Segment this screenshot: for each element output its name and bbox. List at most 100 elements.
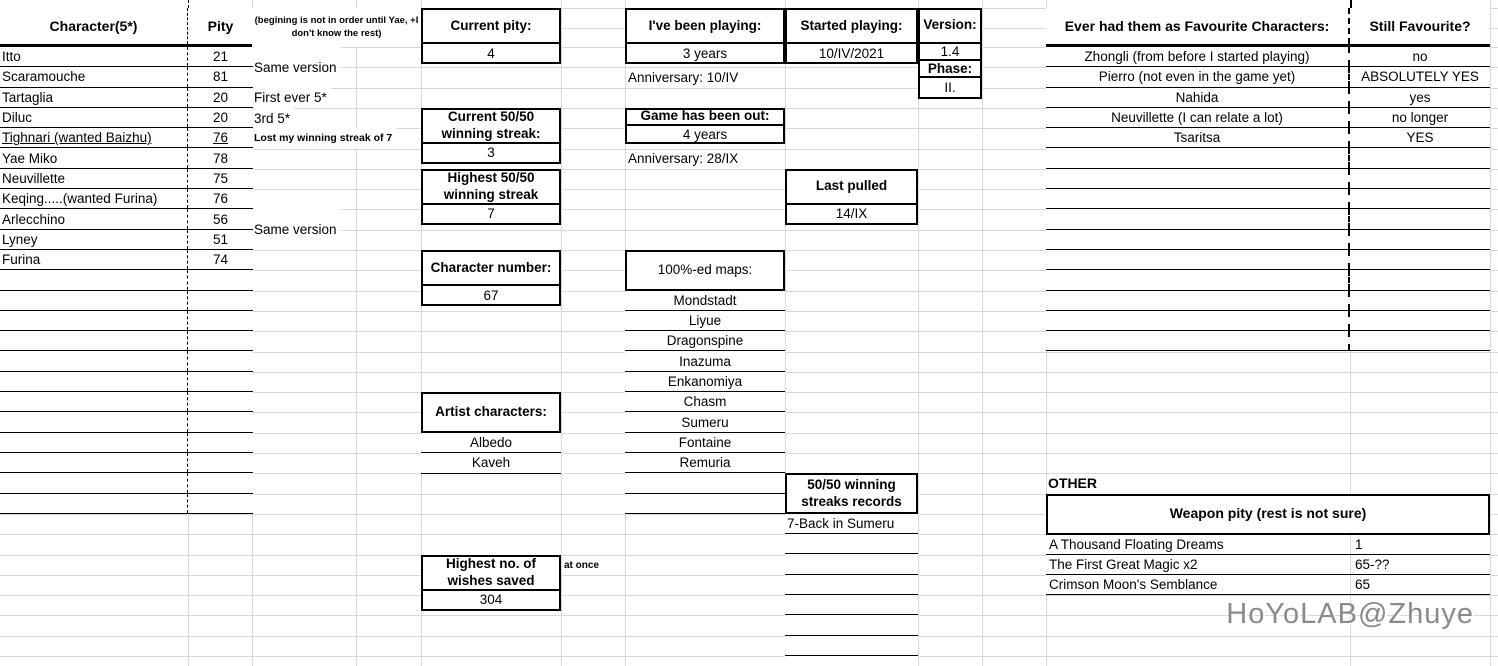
empty-row [0, 270, 253, 291]
playing-anniversary: Anniversary: 10/IV [628, 69, 739, 85]
character-name-cell: Itto [0, 47, 188, 67]
character-empty-rows [0, 270, 253, 514]
empty-name-cell [0, 493, 188, 513]
character-name-cell: Tighnari (wanted Baizhu) [0, 128, 188, 148]
empty-pity-cell [188, 453, 253, 472]
empty-pity-cell [188, 433, 253, 452]
character-table-header: Character(5*) Pity [0, 8, 253, 47]
character-pity-cell: 21 [212, 49, 229, 65]
empty-row [0, 392, 253, 413]
favourites-empty-rows [1046, 148, 1490, 352]
empty-row [0, 473, 253, 494]
character-row: Arlecchino 56 [0, 209, 253, 230]
playing-value: 3 years [682, 45, 728, 61]
empty-name-cell [1046, 270, 1350, 290]
playing-box: I've been playing: 3 years [625, 8, 785, 64]
favourites-rows: Zhongli (from before I started playing) … [1046, 47, 1490, 149]
pity-header-cell: Pity [207, 18, 234, 34]
favourites-table: Ever had them as Favourite Characters: S… [1046, 8, 1490, 352]
game-out-box: Game has been out: 4 years [625, 107, 785, 145]
character-pity-cell: 78 [212, 150, 229, 166]
game-out-label: Game has been out: [627, 108, 783, 126]
grid-line [0, 595, 1498, 597]
hoyolab-watermark: HoYoLAB@Zhuye [1226, 598, 1474, 630]
character-number-value: 67 [483, 287, 499, 303]
grid-line [1490, 0, 1491, 666]
empty-name-cell [1046, 290, 1350, 310]
highest-wishes-label: Highest no. of wishes saved [423, 556, 559, 591]
empty-still-cell [1350, 250, 1490, 269]
favourite-row: Nahida yes [1046, 87, 1490, 108]
current-pity-value: 4 [487, 45, 495, 61]
empty-name-cell [1046, 189, 1350, 209]
empty-pity-cell [188, 473, 253, 492]
streak-record-cell: 7-Back in Sumeru [785, 513, 918, 535]
current-streak-box: Current 50/50 winning streak: 3 [421, 107, 561, 164]
note-third-5star: 3rd 5* [254, 107, 295, 129]
note-same-version-1: Same version [254, 47, 341, 88]
empty-pity-cell [188, 331, 253, 350]
empty-pity-cell [188, 311, 253, 330]
empty-still-cell [1350, 270, 1490, 289]
grid-line [0, 189, 1498, 191]
favourite-row: Zhongli (from before I started playing) … [1046, 47, 1490, 68]
empty-pity-cell [188, 291, 253, 310]
column-divider-tick [188, 0, 189, 8]
note-same-version-2: Same version [254, 209, 341, 250]
version-box: Version: 1.4 Phase: II. [918, 8, 982, 100]
map-cell: Chasm [625, 392, 785, 413]
empty-pity-cell [188, 372, 253, 391]
character-pity-cell: 75 [212, 170, 229, 186]
still-favourite-header-cell: Still Favourite? [1369, 18, 1471, 34]
grid-line [0, 656, 1498, 657]
empty-row [1046, 270, 1490, 291]
grid-line [0, 554, 1498, 556]
grid-line [421, 0, 422, 666]
started-label: Started playing: [787, 10, 916, 44]
empty-name-cell [0, 351, 188, 371]
other-label: OTHER [1048, 475, 1097, 492]
grid-line [0, 148, 1498, 150]
current-streak-value: 3 [487, 145, 495, 161]
empty-row [1046, 148, 1490, 169]
character-row: Neuvillette 75 [0, 168, 253, 190]
maps-values: Mondstadt Liyue Dragonspine Inazuma Enka… [625, 290, 785, 474]
empty-still-cell [1350, 230, 1490, 249]
character-pity-cell: 56 [212, 211, 229, 227]
empty-name-cell [1046, 331, 1350, 351]
column-divider-tick [1350, 0, 1352, 8]
note-first-ever: First ever 5* [254, 87, 331, 108]
empty-row [0, 432, 253, 453]
character-name-cell: Tartaglia [0, 87, 188, 107]
grid-line [0, 615, 1498, 617]
empty-row [1046, 290, 1490, 311]
empty-still-cell [1350, 169, 1490, 188]
started-box: Started playing: 10/IV/2021 [785, 8, 918, 64]
character-rows: Itto 21 Scaramouche 81 Tartaglia 20 Dilu… [0, 47, 253, 271]
last-pulled-value: 14/IX [835, 206, 868, 222]
phase-value: II. [944, 80, 956, 96]
map-cell: Liyue [625, 310, 785, 332]
empty-row [785, 615, 918, 636]
map-cell: Remuria [625, 452, 785, 474]
character-row: Keqing.....(wanted Furina) 76 [0, 189, 253, 210]
current-pity-box: Current pity: 4 [421, 8, 561, 64]
maps-empty-rows [625, 473, 785, 514]
empty-pity-cell [188, 270, 253, 289]
character-number-label: Character number: [423, 252, 559, 286]
empty-row [785, 595, 918, 616]
weapon-row: The First Great Magic x2 65-?? [1046, 554, 1490, 576]
character-name-cell: Keqing.....(wanted Furina) [0, 189, 188, 209]
character-pity-cell: 74 [212, 252, 229, 268]
favourite-row: Pierro (not even in the game yet) ABSOLU… [1046, 67, 1490, 88]
weapon-name-cell: The First Great Magic x2 [1049, 557, 1198, 573]
favourites-header: Ever had them as Favourite Characters: S… [1046, 8, 1490, 47]
empty-pity-cell [188, 392, 253, 411]
map-cell: Dragonspine [625, 331, 785, 352]
highest-streak-label: Highest 50/50 winning streak [423, 170, 559, 205]
empty-still-cell [1350, 331, 1490, 350]
empty-row [625, 473, 785, 494]
map-cell: Fontaine [625, 432, 785, 453]
game-out-value: 4 years [682, 126, 728, 142]
